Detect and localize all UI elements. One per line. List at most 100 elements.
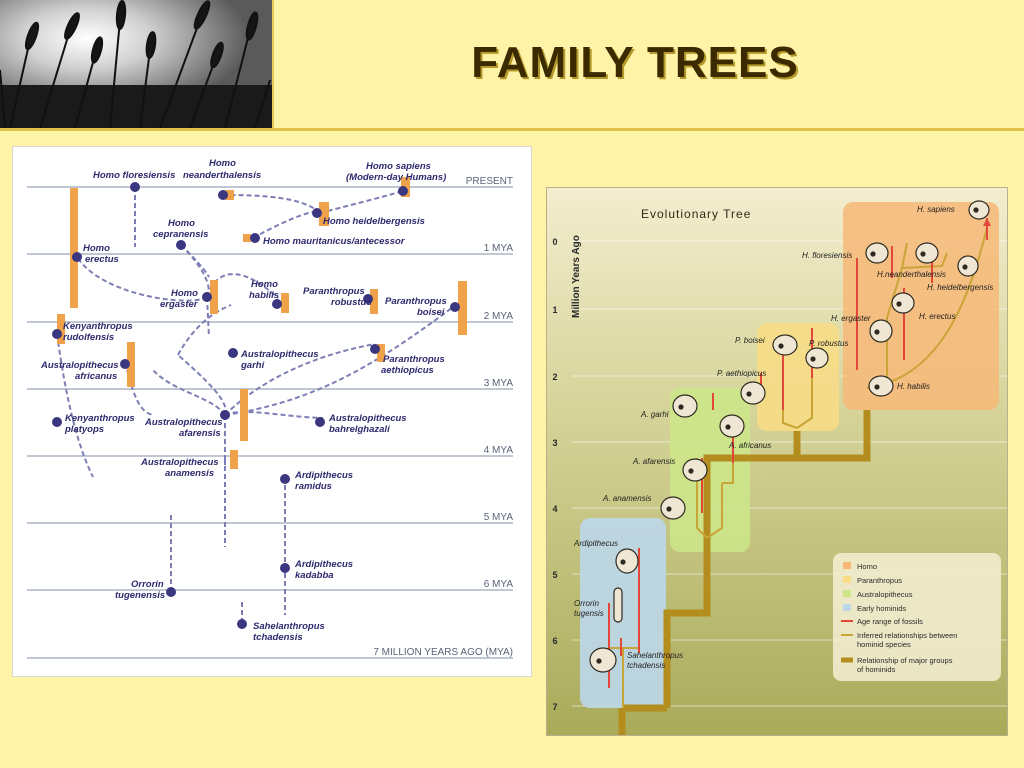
right-y-axis-label: Million Years Ago [571,235,582,318]
legend-major-2: of hominids [857,665,896,674]
y-tick-5: 5 [552,570,557,580]
label-a-afarensis-2: afarensis [179,428,221,439]
right-chart-title: Evolutionary Tree [641,207,751,221]
arrow-icon [983,218,991,226]
hominid-timeline-chart: PRESENT 1 MYA 2 MYA 3 MYA 4 MYA 5 MYA 6 … [12,146,532,677]
y-tick-6: 6 [552,636,557,646]
y-tick-4: 4 [552,504,557,514]
label-homo-habilis-1: Homo [251,279,278,290]
label-a-afarensis-1: Australopithecus [144,417,223,428]
label-ar-kadabba-2: kadabba [295,570,334,581]
skull-icon [968,200,990,220]
label-p-aethiopicus: P. aethiopicus [717,369,766,378]
label-a-africanus-2: africanus [75,371,117,382]
label-p-robustus-2: robustus [331,297,372,308]
skull-icon [589,647,617,673]
label-a-anamensis: A. anamensis [602,494,651,503]
label-homo-erectus-1: Homo [83,243,110,254]
label-p-aethiopicus-2: aethiopicus [381,365,434,376]
bone-icon [613,587,623,623]
time-gridlines [27,186,513,659]
label-ar-kadabba-1: Ardipithecus [294,559,353,570]
label-a-garhi-2: garhi [240,360,265,371]
label-sahelanthropus-2: tchadensis [627,661,665,670]
skull-icon [660,496,686,520]
header-divider-vertical [272,0,274,128]
label-p-aethiopicus-1: Paranthropus [383,354,445,365]
slide-header: FAMILY TREES [0,0,1024,128]
time-label-4mya: 4 MYA [484,445,514,456]
skull-icon [805,347,829,369]
skull-icon [719,414,745,438]
label-orrorin-1: Orrorin [574,599,599,608]
label-k-platyops-2: platyops [64,424,104,435]
y-tick-1: 1 [552,305,557,315]
label-homo-cepranensis-1: Homo [168,218,195,229]
label-sahelanthropus-1: Sahelanthropus [253,621,325,632]
skull-icon [740,381,766,405]
label-p-boisei-2: boisei [417,307,445,318]
species-nodes [52,182,460,629]
label-a-anamensis-2: anamensis [165,468,214,479]
label-a-garhi: A. garhi [640,410,669,419]
label-a-anamensis-1: Australopithecus [140,457,219,468]
label-homo-neanderthalensis-1: Homo [209,158,236,169]
label-p-robustus-1: Paranthropus [303,286,365,297]
label-orrorin-2: tugensis [574,609,604,618]
skull-icon [869,319,893,343]
label-ar-ramidus-1: Ardipithecus [294,470,353,481]
label-homo-erectus-2: erectus [85,254,119,265]
time-label-present: PRESENT [466,176,513,187]
label-a-africanus-1: Australopithecus [40,360,119,371]
legend-australopithecus: Australopithecus [857,590,913,599]
skull-icon [868,375,894,397]
skull-icon [915,242,939,264]
skull-icon [891,292,915,314]
label-homo-sapiens-1: Homo sapiens [366,161,431,172]
skull-icon [682,458,708,482]
label-h-neanderthalensis: H.neanderthalensis [877,270,946,279]
legend-homo: Homo [857,562,877,571]
legend-inferred-1: Inferred relationships between [857,631,957,640]
label-sahelanthropus-2: tchadensis [253,632,303,643]
label-ar-ramidus-2: ramidus [295,481,332,492]
legend-paranthropus: Paranthropus [857,576,902,585]
legend-age-range: Age range of fossils [857,617,923,626]
label-homo-habilis-2: habilis [249,290,279,301]
label-homo-ergaster-2: ergaster [160,299,199,310]
skull-icon [772,334,798,356]
label-h-habilis: H. habilis [897,382,930,391]
skull-icon [672,394,698,418]
y-tick-3: 3 [552,438,557,448]
header-divider-horizontal [0,128,1024,131]
y-tick-2: 2 [552,372,557,382]
label-homo-cepranensis-2: cepranensis [153,229,208,240]
evolutionary-tree-chart: Evolutionary Tree Million Years Ago 0 1 … [546,187,1008,736]
time-label-5mya: 5 MYA [484,512,514,523]
label-sahelanthropus-1: Sahelanthropus [627,651,683,660]
label-h-erectus: H. erectus [919,312,955,321]
label-h-floresiensis: H. floresiensis [802,251,852,260]
relationship-lines [56,187,454,627]
skull-icon [615,548,639,574]
legend-inferred-2: hominid species [857,640,911,649]
time-label-7mya: 7 MILLION YEARS AGO (MYA) [373,647,513,658]
label-orrorin-2: tugenensis [115,590,165,601]
label-ardipithecus: Ardipithecus [573,539,618,548]
label-p-robustus: P. robustus [809,339,848,348]
label-homo-mauritanicus: Homo mauritanicus/antecessor [263,236,406,247]
slide-title: FAMILY TREES [471,38,799,87]
legend: Homo Paranthropus Australopithecus Early… [833,553,1001,681]
label-homo-ergaster-1: Homo [171,288,198,299]
label-homo-floresiensis: Homo floresiensis [93,170,175,181]
y-tick-7: 7 [552,702,557,712]
time-label-3mya: 3 MYA [484,378,514,389]
label-a-bahrelghazali-1: Australopithecus [328,413,407,424]
time-label-6mya: 6 MYA [484,579,514,590]
legend-early-hominids: Early hominids [857,604,906,613]
label-a-bahrelghazali-2: bahrelghazali [329,424,390,435]
skull-icon [957,255,979,277]
legend-major-1: Relationship of major groups [857,656,953,665]
label-orrorin-1: Orrorin [131,579,164,590]
y-tick-0: 0 [552,237,557,247]
